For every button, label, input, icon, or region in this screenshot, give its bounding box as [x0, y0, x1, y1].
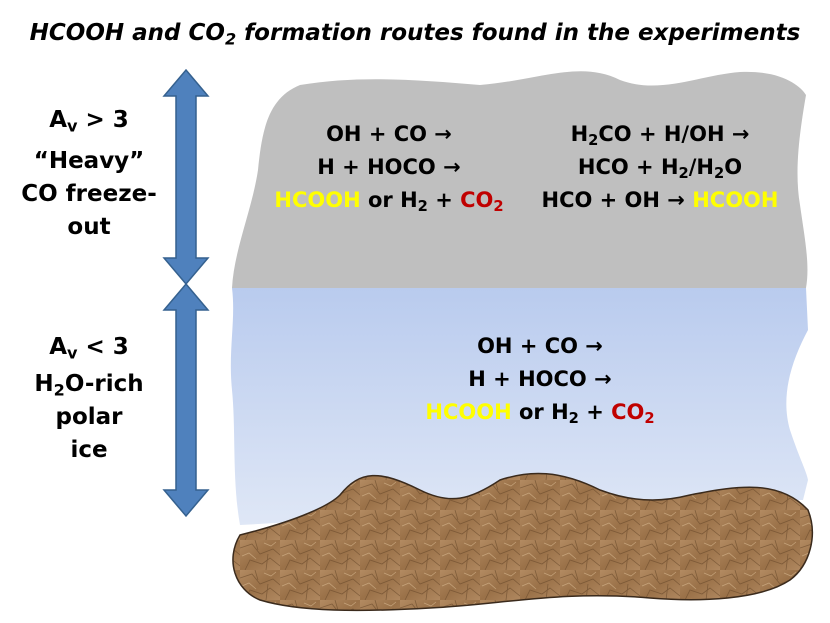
av-low: Av < 3: [49, 334, 129, 363]
co-freeze-label: CO freeze-: [21, 181, 157, 207]
co-route-lower: OH + CO → H + HOCO → HCOOH or H2 + CO2: [425, 334, 655, 428]
diagram-title: HCOOH and CO2 formation routes found in …: [29, 20, 801, 49]
polar-ice-layer: [230, 288, 808, 525]
out-label: out: [67, 214, 111, 240]
double-arrow-icon: [162, 282, 210, 518]
heavy-label: “Heavy”: [33, 148, 145, 174]
ice-label: ice: [70, 437, 108, 463]
h2o-rich-label: H2O-rich: [34, 371, 144, 400]
co-ice-layer: [232, 71, 808, 288]
double-arrow-icon: [162, 68, 210, 286]
low-extinction-label: Av < 3 H2O-rich polar ice: [14, 331, 164, 467]
high-extinction-label: Av > 3 “Heavy” CO freeze- out: [14, 104, 164, 244]
dust-grain-icon: [232, 472, 814, 612]
h2co-route: H2CO + H/OH → HCO + H2/H2O HCO + OH → HC…: [541, 122, 779, 212]
av-high: Av > 3: [49, 107, 129, 136]
co-route-upper: OH + CO → H + HOCO → HCOOH or H2 + CO2: [274, 122, 504, 216]
polar-label: polar: [55, 404, 123, 430]
